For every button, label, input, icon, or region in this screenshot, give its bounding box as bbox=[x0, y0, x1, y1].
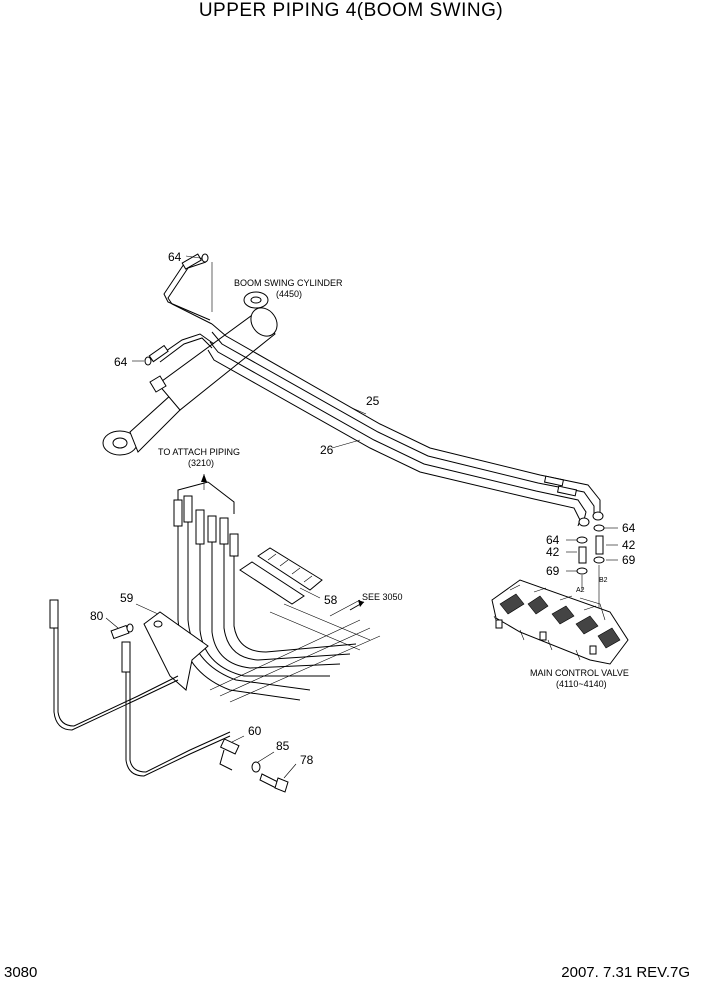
note-boom-cylinder-ref: (4450) bbox=[276, 289, 302, 299]
callout-78: 78 bbox=[300, 753, 314, 767]
callout-42-left: 42 bbox=[546, 545, 560, 559]
bracket-60[interactable] bbox=[219, 738, 240, 771]
hose-fitting-upper[interactable] bbox=[163, 253, 213, 325]
callout-59: 59 bbox=[120, 591, 134, 605]
note-see-ref: SEE 3050 bbox=[362, 592, 403, 602]
page-number: 3080 bbox=[4, 964, 38, 981]
callout-69-left: 69 bbox=[546, 564, 560, 578]
callout-25: 25 bbox=[366, 394, 380, 408]
mounting-plate-59[interactable] bbox=[143, 611, 209, 691]
callout-85: 85 bbox=[276, 739, 290, 753]
note-valve-ref: (4110~4140) bbox=[556, 679, 607, 689]
callout-64-valve-right: 64 bbox=[622, 521, 636, 535]
callout-42-right: 42 bbox=[622, 538, 636, 552]
hose-fitting-middle[interactable] bbox=[144, 333, 215, 366]
long-hoses-left[interactable] bbox=[49, 599, 231, 777]
hose-clamp-58[interactable] bbox=[239, 547, 323, 605]
note-boom-cylinder-name: BOOM SWING CYLINDER bbox=[234, 278, 343, 288]
attach-hose-bundle[interactable] bbox=[173, 474, 381, 703]
note-attach-ref: (3210) bbox=[188, 458, 214, 468]
port-label-a2: A2 bbox=[576, 587, 585, 594]
page-title: UPPER PIPING 4(BOOM SWING) bbox=[198, 0, 504, 21]
callout-64-mid: 64 bbox=[114, 355, 128, 369]
callout-26: 26 bbox=[320, 443, 334, 457]
callout-60: 60 bbox=[248, 724, 262, 738]
valve-fittings[interactable] bbox=[576, 511, 605, 625]
revision-date: 2007. 7.31 REV.7G bbox=[561, 964, 690, 981]
callout-64-top: 64 bbox=[168, 250, 182, 264]
callout-64-valve-left: 64 bbox=[546, 533, 560, 547]
main-control-valve[interactable] bbox=[491, 579, 629, 665]
callout-69-right: 69 bbox=[622, 553, 636, 567]
note-attach-name: TO ATTACH PIPING bbox=[158, 447, 240, 457]
leader-lines bbox=[105, 255, 618, 779]
pipe-25-26[interactable] bbox=[207, 323, 601, 527]
connector-fitting-80[interactable] bbox=[110, 623, 134, 640]
washer-85[interactable] bbox=[251, 761, 261, 773]
bolt-78[interactable] bbox=[259, 773, 289, 793]
port-label-b2: B2 bbox=[599, 577, 608, 584]
callout-80: 80 bbox=[90, 609, 104, 623]
callout-58: 58 bbox=[324, 593, 338, 607]
note-valve-name: MAIN CONTROL VALVE bbox=[530, 668, 629, 678]
